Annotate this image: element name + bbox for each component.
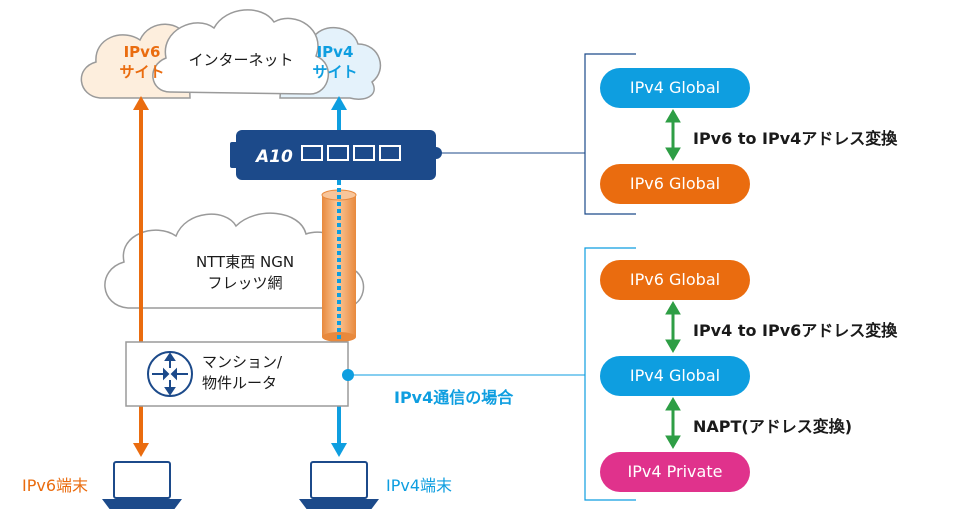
internet-label: インターネット [188, 51, 294, 69]
upper-bracket [584, 53, 636, 215]
device-port-3 [353, 145, 375, 161]
ngn-label: NTT東西 NGN フレッツ網 [195, 253, 295, 292]
router-connector-dot [342, 369, 354, 381]
ipv4-terminal-label: IPv4端末 [386, 476, 453, 495]
lower-conversion-arrow-2 [665, 397, 681, 449]
ipv6-arrowhead-down [133, 443, 149, 457]
ipv6-site-label: IPv6 サイト [119, 43, 165, 81]
ipv4-laptop-icon [299, 461, 379, 509]
lower-conversion-arrow-1 [665, 301, 681, 353]
lower-conversion-label-2: NAPT(アドレス変換) [693, 417, 853, 436]
ipv4-arrowhead-down [331, 443, 347, 457]
ipv4-site-label: IPv4 サイト [312, 43, 358, 81]
ipv4-case-label: IPv4通信の場合 [394, 388, 514, 407]
lower-ipv4-private-pill: IPv4 Private [600, 452, 750, 492]
lower-ipv4-global-pill: IPv4 Global [600, 356, 750, 396]
upper-conversion-arrow [665, 109, 681, 161]
upper-conversion-label: IPv6 to IPv4アドレス変換 [693, 129, 898, 148]
ipv6-arrowhead-up [133, 96, 149, 110]
internet-cloud [152, 9, 330, 95]
lower-conversion-label-1: IPv4 to IPv6アドレス変換 [693, 321, 898, 340]
router-arrows-icon [152, 352, 188, 396]
device-port-2 [327, 145, 349, 161]
device-connector-dot [430, 147, 442, 159]
upper-ipv6-global-pill: IPv6 Global [600, 164, 750, 204]
router-label: マンション/ 物件ルータ [202, 353, 283, 392]
upper-ipv4-global-pill: IPv4 Global [600, 68, 750, 108]
lower-ipv6-global-pill: IPv6 Global [600, 260, 750, 300]
device-port-4 [379, 145, 401, 161]
ipv6-laptop-icon [102, 461, 182, 509]
ipv4-arrowhead-up [331, 96, 347, 110]
ipv6-terminal-label: IPv6端末 [22, 476, 89, 495]
device-left-tab [230, 142, 238, 168]
device-port-1 [301, 145, 323, 161]
lower-bracket [584, 247, 636, 501]
router-icon [147, 351, 193, 397]
device-brand: A10 [254, 147, 293, 167]
a10-device [236, 130, 436, 180]
